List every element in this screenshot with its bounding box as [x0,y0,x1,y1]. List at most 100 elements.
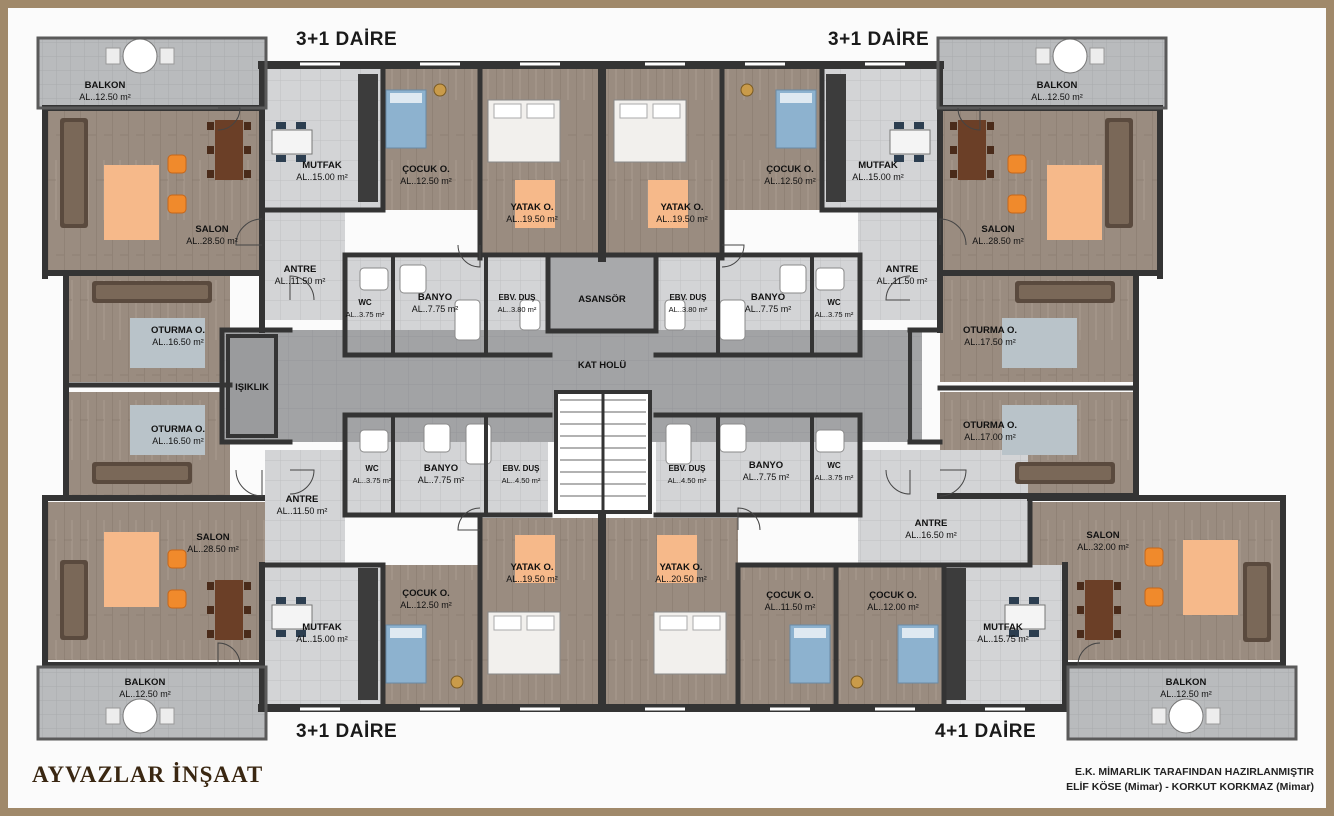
bath-fixture [779,264,807,294]
room-area-tl-balkon: AL..12.50 m² [79,92,131,102]
room-name-asansor: ASANSÖR [578,294,626,305]
room-name-bl-balkon: BALKON [125,677,166,688]
room-name-tr-antre: ANTRE [886,264,919,275]
sofa [1015,281,1115,303]
rug [104,165,159,240]
door-swing[interactable] [721,244,745,268]
stair [554,390,652,514]
side-table [740,83,754,97]
door-swing[interactable] [289,275,315,301]
balcony-parapet [36,36,268,110]
door-swing[interactable] [939,469,967,497]
room-name-tl-antre: ANTRE [284,264,317,275]
unit-title-bottom-right: 4+1 DAİRE [935,721,1037,742]
room-area-tl-salon: AL..28.50 m² [186,236,238,246]
bath-fixture [519,299,541,331]
bath-fixture [359,267,389,291]
room-name-br-salon: SALON [1086,530,1119,541]
room-area-tl-banyo: AL..7.75 m² [412,304,459,314]
door-swing[interactable] [217,642,241,666]
room-area-tr-yatak: AL..19.50 m² [656,214,708,224]
room-name-tr-wc: WC [827,298,841,307]
kitchen-counter [358,568,378,700]
room-br-salon [1030,502,1280,660]
room-name-br-cocuk2: ÇOCUK O. [869,590,917,601]
door-swing[interactable] [235,218,263,246]
room-area-br-balkon: AL..12.50 m² [1160,689,1212,699]
room-area-bl-cocuk: AL..12.50 m² [400,600,452,610]
door-swing[interactable] [885,469,911,495]
rug [515,535,555,583]
rug [130,405,205,455]
room-area-br-oturma: AL..17.00 m² [964,432,1016,442]
sofa [60,560,88,640]
door-swing[interactable] [1077,642,1101,666]
room-name-tl-yatak: YATAK O. [510,202,553,213]
unit-title-top-left: 3+1 DAİRE [296,29,398,50]
room-name-tl-wc: WC [358,298,372,307]
room-name-br-ebv: EBV. DUŞ [668,464,706,473]
balcony-table [1151,698,1221,734]
sofa [1105,118,1133,228]
room-area-bl-wc: AL..3.75 m² [353,476,392,485]
armchair [1144,547,1164,567]
balcony-parapet [936,36,1168,110]
armchair [1144,587,1164,607]
door-swing[interactable] [957,107,981,131]
balcony-table [105,38,175,74]
room-tr-antre [858,210,940,320]
room-name-tl-oturma: OTURMA O. [151,325,205,336]
room-name-bl-ebv: EBV. DUŞ [502,464,540,473]
bath-fixture [664,299,686,331]
door-swing[interactable] [457,507,481,531]
door-swing[interactable] [217,107,241,131]
door-swing[interactable] [457,244,481,268]
room-area-br-cocuk2: AL..12.00 m² [867,602,919,612]
room-name-tr-mutfak: MUTFAK [858,160,898,171]
room-area-tr-ebv: AL..3.80 m² [669,305,708,314]
room-area-bl-ebv: AL..4.50 m² [502,476,541,485]
room-name-br-mutfak: MUTFAK [983,622,1023,633]
double-bed [487,99,561,163]
room-area-bl-antre: AL..11.50 m² [277,506,328,516]
rug [657,535,697,583]
kitchen-counter [358,74,378,202]
kitchen-counter [826,74,846,202]
room-name-bl-yatak: YATAK O. [510,562,553,573]
door-swing[interactable] [235,469,263,497]
sofa [1243,562,1271,642]
room-name-tr-oturma: OTURMA O. [963,325,1017,336]
credit-line-1: E.K. MİMARLIK TARAFINDAN HAZIRLANMIŞTIR [1075,766,1314,778]
room-area-br-cocuk1: AL..11.50 m² [765,602,816,612]
door-swing[interactable] [939,218,967,246]
armchair [167,589,187,609]
company-logo-text: AYVAZLAR İNŞAAT [32,762,264,787]
door-swing[interactable] [289,469,315,495]
bath-fixture [423,423,451,453]
dining-table [207,120,251,180]
room-area-bl-balkon: AL..12.50 m² [119,689,171,699]
room-name-bl-banyo: BANYO [424,463,458,474]
bath-fixture [719,423,747,453]
room-area-tr-wc: AL..3.75 m² [815,310,854,319]
room-name-bl-antre: ANTRE [286,494,319,505]
room-area-br-banyo: AL..7.75 m² [743,472,790,482]
bath-fixture [399,264,427,294]
room-area-tr-antre: AL..11.50 m² [877,276,928,286]
room-area-tr-oturma: AL..17.50 m² [964,337,1016,347]
room-name-br-oturma: OTURMA O. [963,420,1017,431]
door-swing[interactable] [885,275,911,301]
dining-table [207,580,251,640]
door-swing[interactable] [737,507,761,531]
room-name-bl-mutfak: MUTFAK [302,622,342,633]
bath-fixture [359,429,389,453]
single-bed [897,624,939,684]
room-area-tl-yatak: AL..19.50 m² [506,214,558,224]
room-area-tr-balkon: AL..12.50 m² [1031,92,1083,102]
sofa [92,462,192,484]
sofa [60,118,88,228]
room-area-br-wc: AL..3.75 m² [815,473,854,482]
room-name-bl-cocuk: ÇOCUK O. [402,588,450,599]
room-area-tr-banyo: AL..7.75 m² [745,304,792,314]
room-area-tl-cocuk: AL..12.50 m² [400,176,452,186]
